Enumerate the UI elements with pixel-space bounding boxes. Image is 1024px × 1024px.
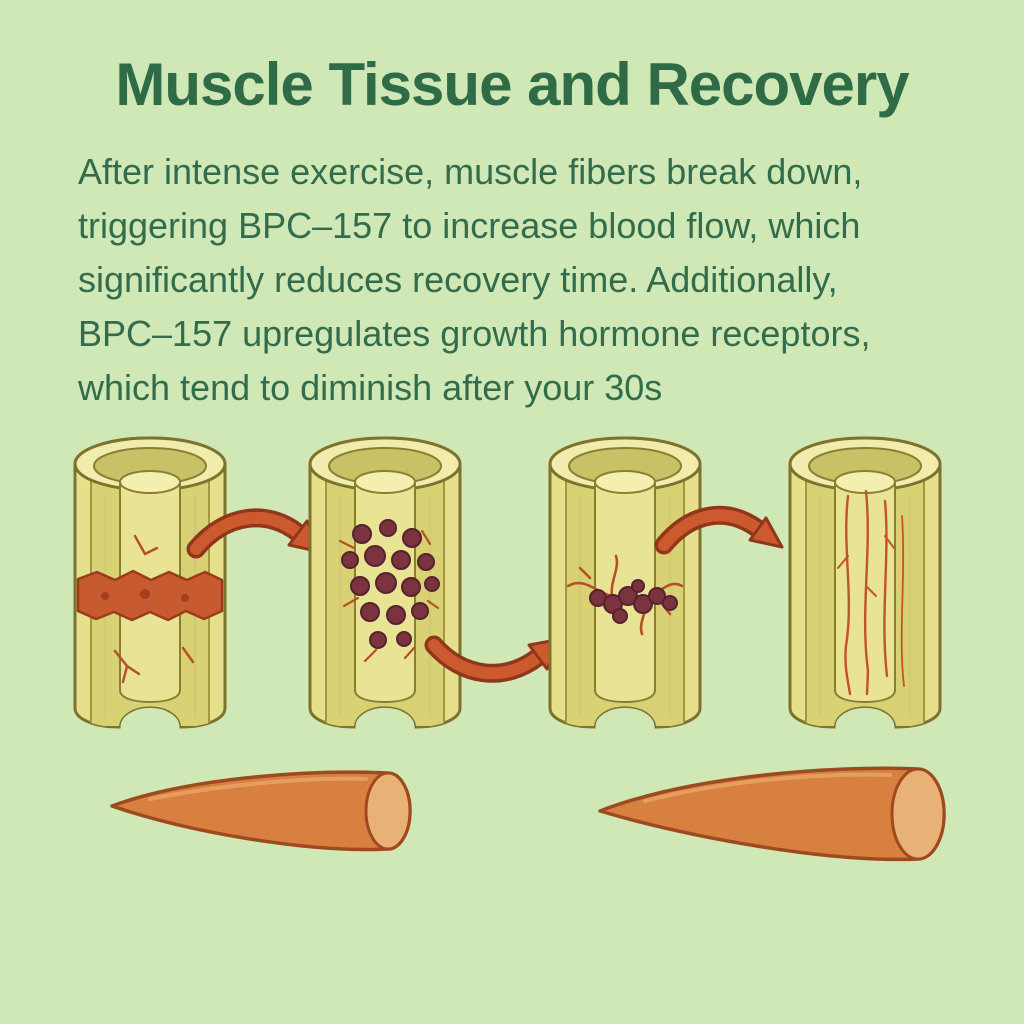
torn-muscle-fiber-icon: [75, 438, 225, 727]
muscle-spindle-icon: [110, 770, 412, 852]
description-text: After intense exercise, muscle fibers br…: [78, 151, 871, 408]
arrow-right-icon: [654, 505, 784, 555]
muscle-spindle-icon: [598, 766, 946, 862]
recovered-fiber-icon: [790, 438, 940, 727]
arrow-right-icon: [186, 508, 323, 559]
inflammation-cells-fiber-icon: [310, 438, 460, 727]
healing-vessels-fiber-icon: [550, 438, 700, 727]
page-title: Muscle Tissue and Recovery: [115, 51, 909, 118]
muscle-recovery-diagram: [0, 421, 946, 862]
